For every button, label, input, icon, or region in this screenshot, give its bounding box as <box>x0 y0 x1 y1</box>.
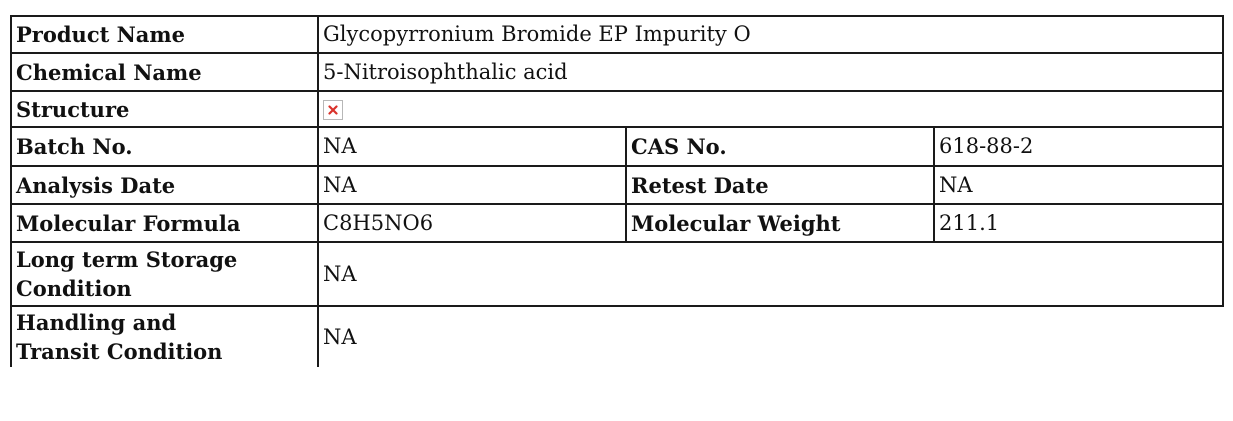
storage-condition-value: NA <box>316 241 1225 307</box>
chemical-name-value: 5-Nitroisophthalic acid <box>316 52 1225 92</box>
retest-date-label: Retest Date <box>625 165 935 205</box>
molecular-formula-value: C8H5NO6 <box>317 203 627 243</box>
row-dates: Analysis Date NA Retest Date NA <box>10 165 1225 205</box>
row-batch-cas: Batch No. NA CAS No. 618-88-2 <box>10 126 1225 167</box>
analysis-date-value: NA <box>317 165 627 205</box>
batch-no-value: NA <box>317 126 627 167</box>
product-name-value: Glycopyrronium Bromide EP Impurity O <box>316 15 1225 54</box>
structure-cell <box>316 90 1225 128</box>
row-product-name: Product Name Glycopyrronium Bromide EP I… <box>10 15 1225 54</box>
batch-no-label: Batch No. <box>10 126 319 167</box>
product-name-label: Product Name <box>10 15 319 54</box>
row-formula-weight: Molecular Formula C8H5NO6 Molecular Weig… <box>10 203 1225 243</box>
chemical-name-label: Chemical Name <box>10 52 319 92</box>
analysis-date-label: Analysis Date <box>10 165 319 205</box>
handling-condition-value: NA <box>316 305 1224 367</box>
broken-image-icon <box>323 100 343 120</box>
molecular-weight-label: Molecular Weight <box>625 203 935 243</box>
product-info-table: Product Name Glycopyrronium Bromide EP I… <box>10 15 1225 367</box>
cas-no-label: CAS No. <box>625 126 935 167</box>
storage-label-line2: Condition <box>16 276 132 301</box>
molecular-weight-value: 211.1 <box>932 203 1225 243</box>
row-structure: Structure <box>10 90 1225 128</box>
structure-label: Structure <box>10 90 319 128</box>
molecular-formula-label: Molecular Formula <box>10 203 319 243</box>
storage-label-line1: Long term Storage <box>16 247 238 272</box>
cas-no-value: 618-88-2 <box>932 126 1225 167</box>
row-chemical-name: Chemical Name 5-Nitroisophthalic acid <box>10 52 1225 92</box>
retest-date-value: NA <box>932 165 1225 205</box>
handling-label-line2: Transit Condition <box>16 339 223 364</box>
handling-label-line1: Handling and <box>16 310 177 335</box>
